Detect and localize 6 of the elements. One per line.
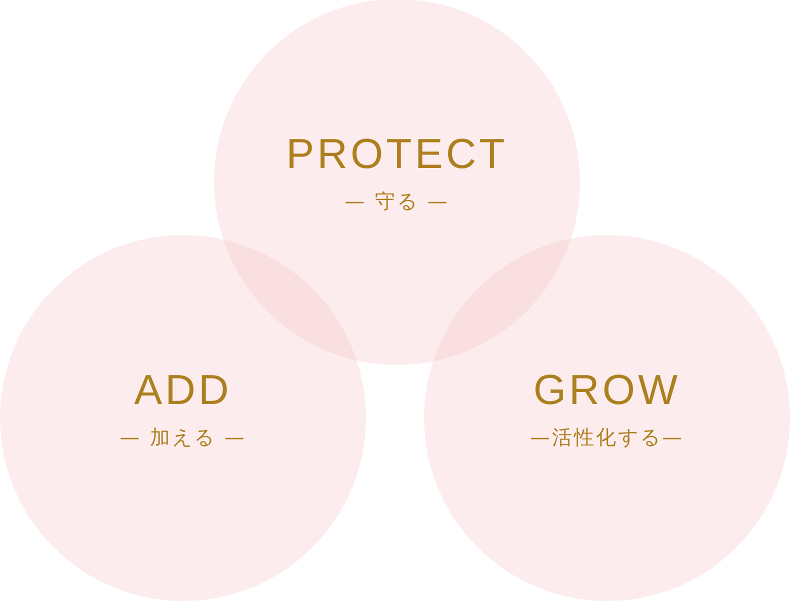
category-subtitle: —活性化する—	[529, 424, 685, 450]
category-title: PROTECT	[285, 130, 509, 178]
category-subtitle: — 加える —	[118, 424, 248, 450]
category-title: GROW	[532, 366, 682, 414]
category-title: ADD	[133, 366, 233, 414]
category-subtitle: — 守る —	[344, 188, 450, 214]
